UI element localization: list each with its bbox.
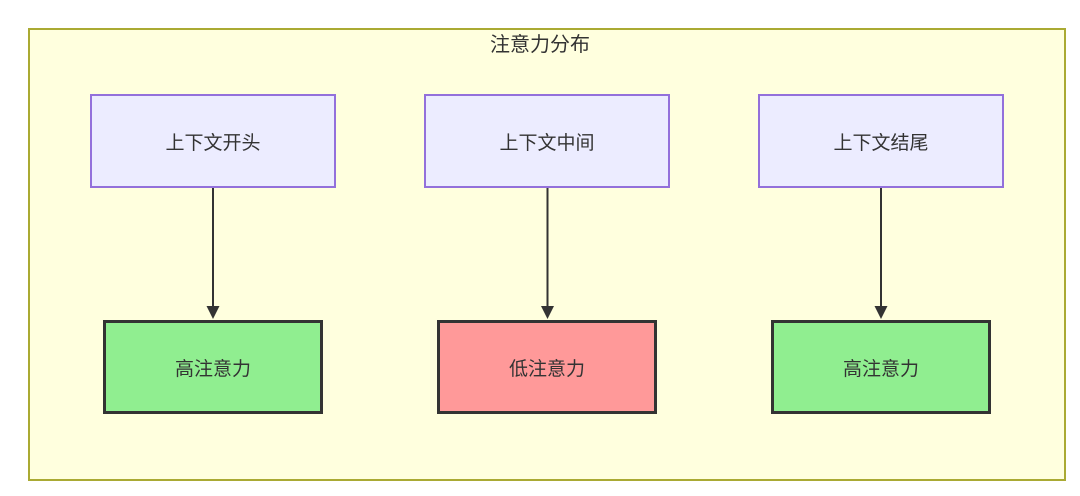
node-context-middle-label: 上下文中间: [499, 132, 595, 154]
node-context-start: 上下文开头: [90, 94, 336, 188]
node-high-attention-right-label: 高注意力: [842, 358, 919, 380]
node-high-attention-left: 高注意力: [103, 320, 323, 414]
node-high-attention-right: 高注意力: [771, 320, 991, 414]
node-context-end: 上下文结尾: [758, 94, 1004, 188]
node-low-attention-middle: 低注意力: [437, 320, 657, 414]
diagram-title: 注意力分布: [490, 34, 590, 56]
node-context-middle: 上下文中间: [424, 94, 670, 188]
node-low-attention-middle-label: 低注意力: [508, 358, 585, 380]
node-high-attention-left-label: 高注意力: [174, 358, 251, 380]
node-context-end-label: 上下文结尾: [833, 132, 929, 154]
node-context-start-label: 上下文开头: [165, 132, 261, 154]
